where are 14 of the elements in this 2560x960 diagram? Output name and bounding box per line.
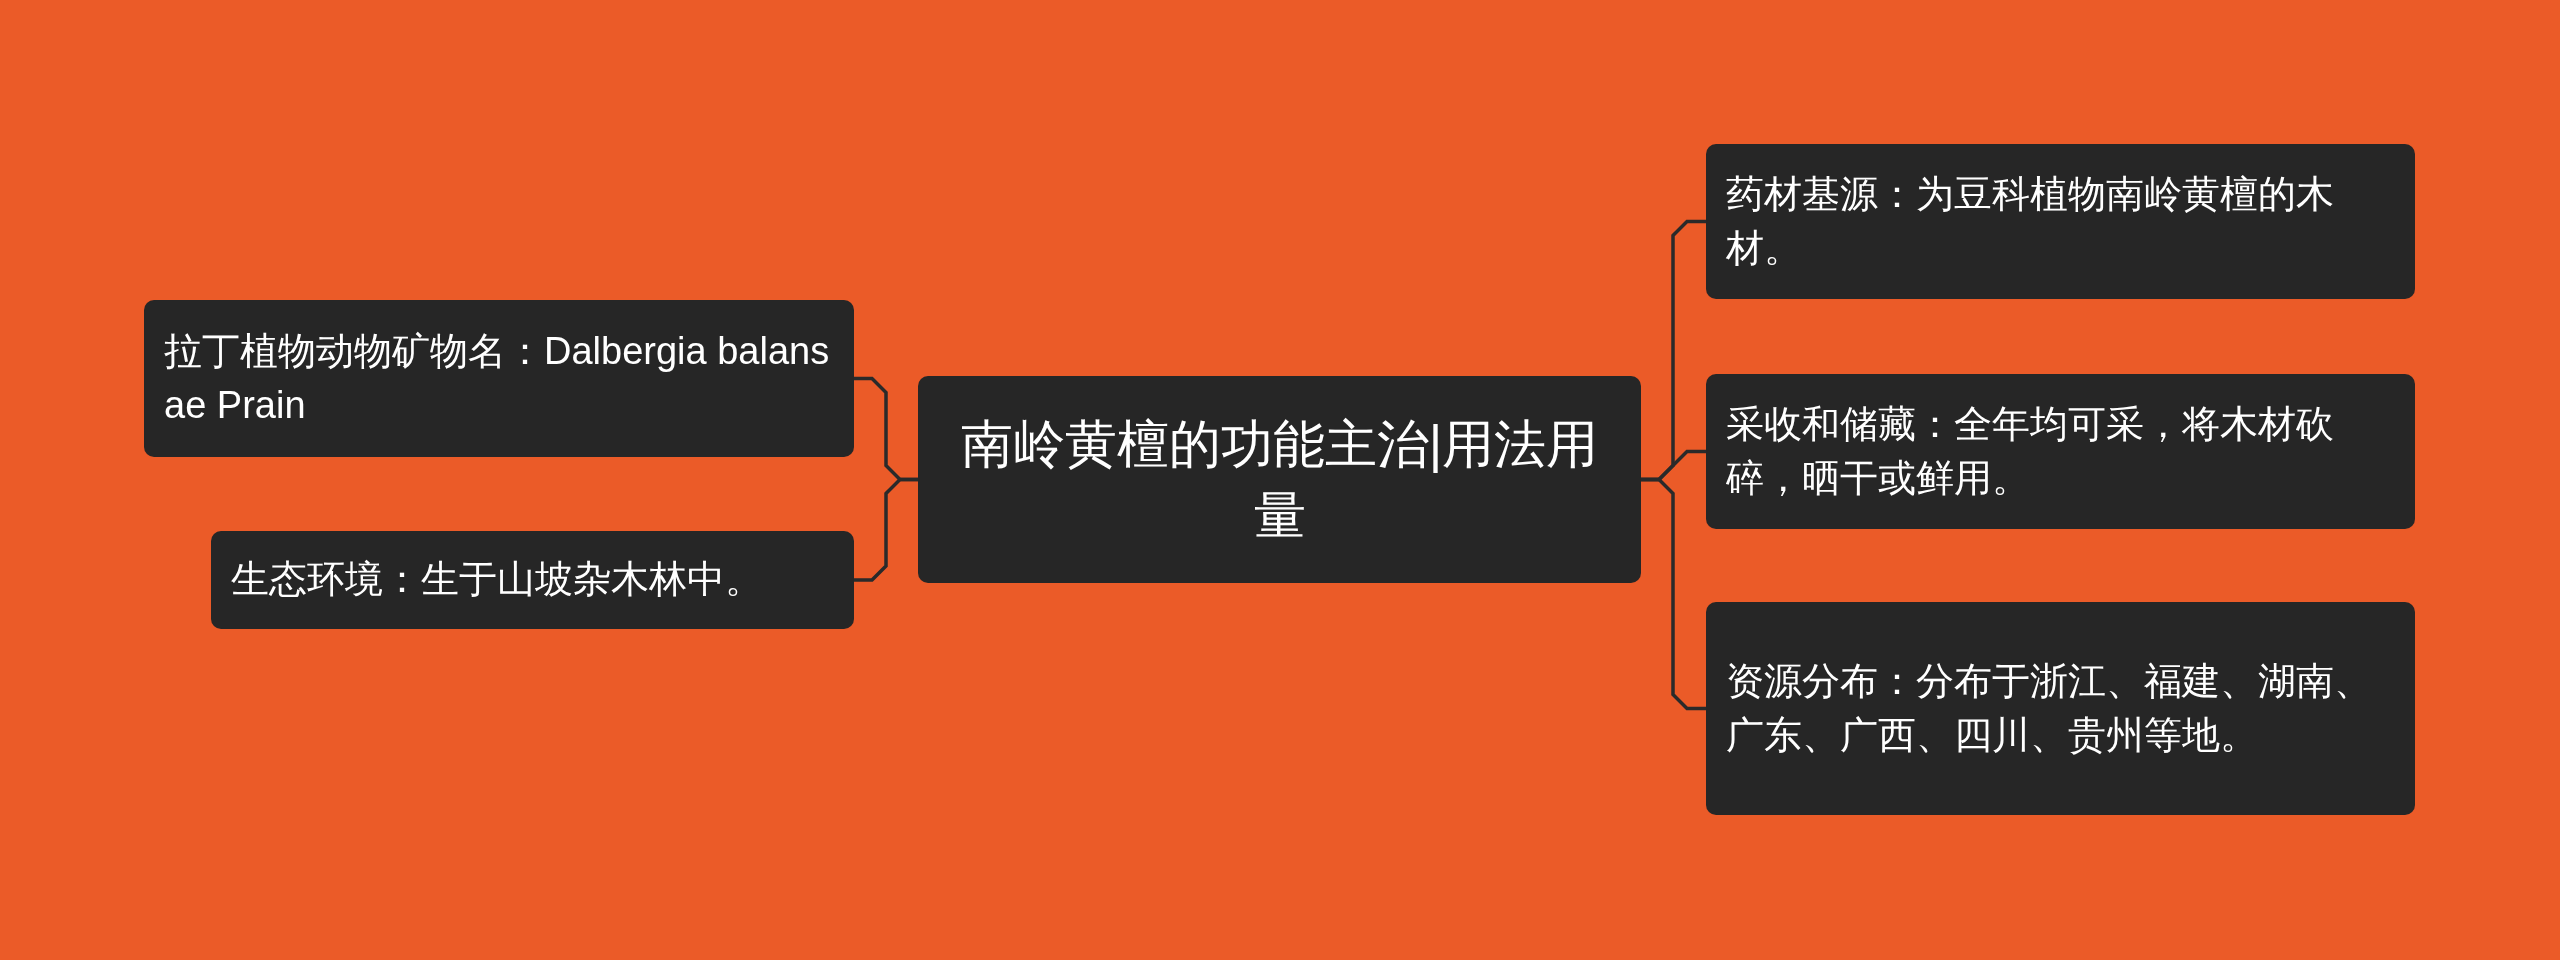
central-topic-box [918, 376, 1641, 583]
connector-line [854, 477, 918, 582]
topic-text: 资源分布：分布于浙江、福建、湖南、广东、广西、四川、贵州等地。 [1725, 658, 2373, 758]
topic-text: 生态环境：生于山坡杂木林中。 [230, 557, 764, 602]
connector-line [1641, 477, 1706, 711]
topic-text: 采收和储藏：全年均可采，将木材砍碎，晒干或鲜用。 [1725, 401, 2335, 501]
topic-text: 拉丁植物动物矿物名：Dalbergia balansae Prain [163, 328, 831, 428]
topic-box [1706, 144, 2415, 299]
topic-box [211, 531, 854, 629]
topic-box [144, 300, 854, 457]
topic-box [1706, 602, 2415, 815]
topic-text: 药材基源：为豆科植物南岭黄檀的木材。 [1725, 171, 2335, 271]
central-topic-text: 南岭黄檀的功能主治|用法用量 [959, 414, 1600, 546]
topic-box [1706, 374, 2415, 529]
